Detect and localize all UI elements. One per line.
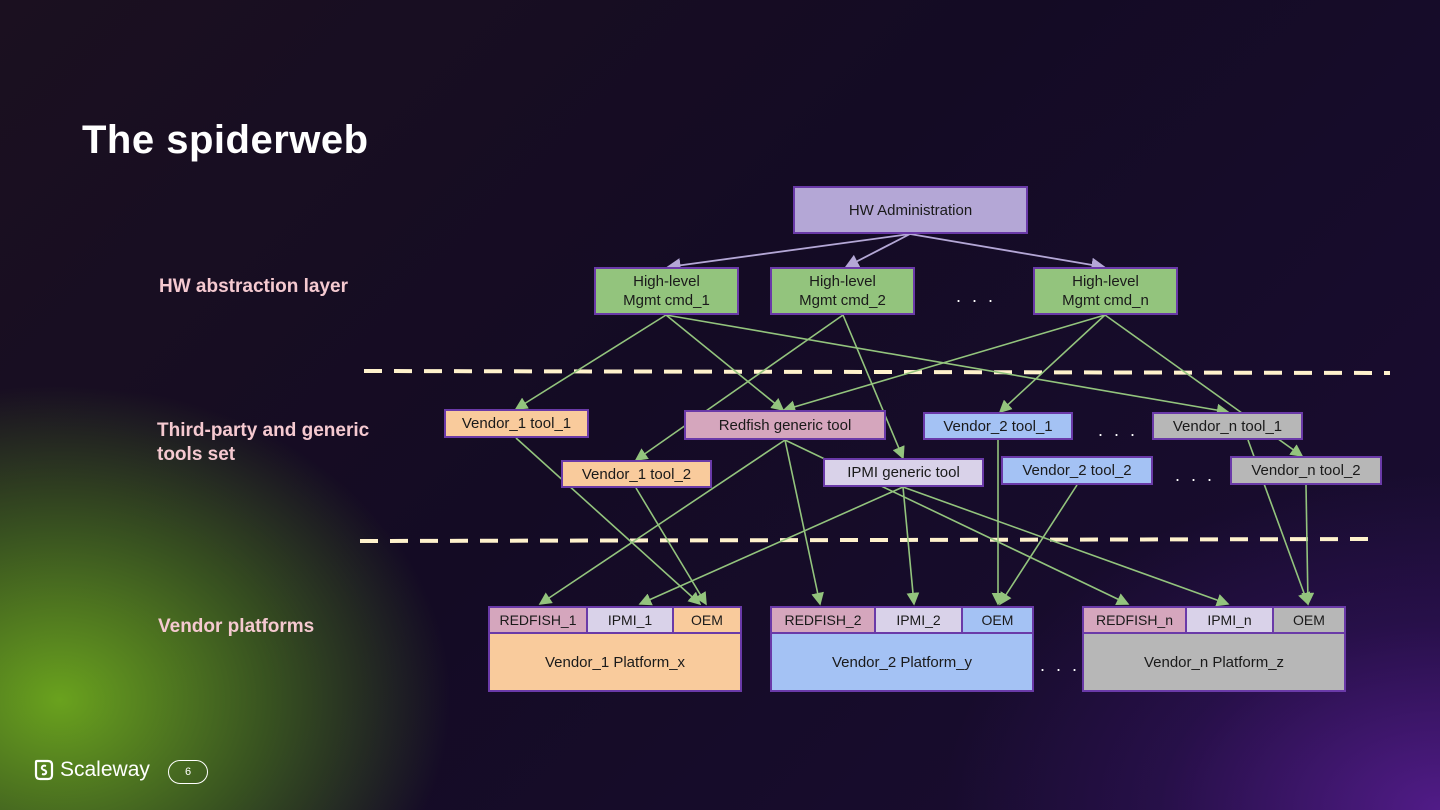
scaleway-logo-text: Scaleway — [60, 758, 150, 781]
redfish-generic-tool-node: Redfish generic tool — [684, 410, 886, 440]
oem-n-interface: OEM — [1272, 606, 1346, 634]
vendor2-tool1-node: Vendor_2 tool_1 — [923, 412, 1073, 440]
redfish-2-interface: REDFISH_2 — [770, 606, 876, 634]
oem-2-interface: OEM — [961, 606, 1034, 634]
redfish-n-interface: REDFISH_n — [1082, 606, 1187, 634]
vendor1-tool2-node: Vendor_1 tool_2 — [561, 460, 712, 488]
ellipsis-tools-row1: . . . — [1098, 420, 1139, 440]
oem-1-interface: OEM — [672, 606, 742, 634]
vendor2-tool2-node: Vendor_2 tool_2 — [1001, 456, 1153, 485]
redfish-1-interface: REDFISH_1 — [488, 606, 588, 634]
mgmt-cmd-1-line1: High-level — [633, 273, 700, 290]
ellipsis-platforms: . . . — [1040, 655, 1081, 675]
page-number-badge: 6 — [168, 760, 208, 784]
ellipsis-tools-row2: . . . — [1175, 465, 1216, 485]
mgmt-cmd-2-line1: High-level — [809, 273, 876, 290]
vendorn-tool2-node: Vendor_n tool_2 — [1230, 456, 1382, 485]
mgmt-cmd-1-line2: Mgmt cmd_1 — [623, 292, 710, 309]
ipmi-n-interface: IPMI_n — [1185, 606, 1274, 634]
vendor1-tool1-node: Vendor_1 tool_1 — [444, 409, 589, 438]
vendor1-platform-body: Vendor_1 Platform_x — [488, 632, 742, 692]
layer-label-tools-line2: tools set — [157, 444, 236, 465]
vendor2-platform-body: Vendor_2 Platform_y — [770, 632, 1034, 692]
ipmi-2-interface: IPMI_2 — [874, 606, 963, 634]
mgmt-cmd-1-node: High-level Mgmt cmd_1 — [594, 267, 739, 315]
ipmi-1-interface: IPMI_1 — [586, 606, 674, 634]
mgmt-cmd-2-line2: Mgmt cmd_2 — [799, 292, 886, 309]
layer-label-abstraction: HW abstraction layer — [159, 276, 348, 297]
separator-top — [363, 369, 1391, 375]
mgmt-cmd-n-line1: High-level — [1072, 273, 1139, 290]
mgmt-cmd-2-node: High-level Mgmt cmd_2 — [770, 267, 915, 315]
layer-label-tools-line1: Third-party and generic — [157, 420, 370, 441]
hw-administration-node: HW Administration — [793, 186, 1028, 234]
scaleway-logo: Scaleway — [34, 758, 150, 782]
vendorn-tool1-node: Vendor_n tool_1 — [1152, 412, 1303, 440]
vendorn-platform-body: Vendor_n Platform_z — [1082, 632, 1346, 692]
slide-title: The spiderweb — [82, 118, 369, 162]
ellipsis-cmds: . . . — [956, 286, 997, 306]
layer-label-platforms: Vendor platforms — [158, 616, 315, 637]
scaleway-logo-icon — [34, 759, 54, 781]
mgmt-cmd-n-line2: Mgmt cmd_n — [1062, 292, 1149, 309]
separator-bottom — [359, 537, 1381, 543]
mgmt-cmd-n-node: High-level Mgmt cmd_n — [1033, 267, 1178, 315]
ipmi-generic-tool-node: IPMI generic tool — [823, 458, 984, 487]
layer-label-tools: Third-party and generic tools set — [157, 419, 369, 467]
